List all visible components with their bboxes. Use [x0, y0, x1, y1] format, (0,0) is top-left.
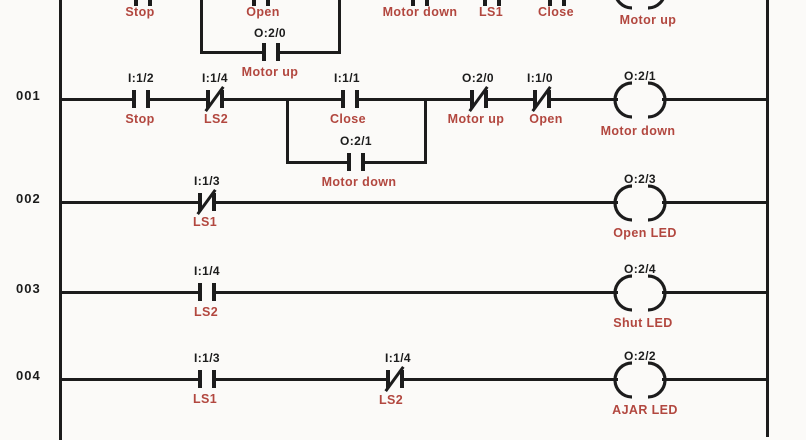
contact-open-interlock: [529, 81, 555, 117]
contact-motor-down-seal: [343, 144, 369, 180]
tag-motor-down-seal: Motor down: [321, 175, 397, 189]
contact-open-partial-icon: [248, 0, 274, 6]
tag-coil-motor-up: Motor up: [619, 13, 677, 27]
tag-stop: Stop: [125, 112, 155, 126]
rung-number: 001: [16, 88, 41, 103]
tag-open: Open: [246, 5, 280, 19]
contact-ls2: [382, 361, 408, 397]
tag-shut-led: Shut LED: [613, 316, 673, 330]
branch-right-wire: [424, 98, 427, 164]
branch-left-wire: [200, 0, 203, 54]
tag-coil-motor-down: Motor down: [600, 124, 676, 138]
branch-right-wire: [338, 0, 341, 54]
rung-wire: [60, 98, 767, 101]
rung-number: 004: [16, 368, 41, 383]
tag-motor-up: Motor up: [447, 112, 505, 126]
contact-ls2: [202, 81, 228, 117]
address-label: I:1/4: [201, 71, 229, 85]
left-power-rail: [59, 0, 62, 440]
contact-close-partial-icon: [544, 0, 570, 6]
address-label: O:2/0: [461, 71, 495, 85]
contact-motor-down-partial-icon: [407, 0, 433, 6]
address-label: O:2/3: [623, 172, 657, 186]
tag-ls2: LS2: [378, 393, 404, 407]
tag-open-led: Open LED: [613, 226, 677, 240]
tag-ls1: LS1: [192, 215, 218, 229]
contact-stop-partial-icon: [130, 0, 156, 6]
tag-open: Open: [529, 112, 563, 126]
tag-close: Close: [537, 5, 575, 19]
rung-wire: [60, 291, 767, 294]
tag-ls2: LS2: [203, 112, 229, 126]
address-label: I:1/4: [193, 264, 221, 278]
address-label: I:1/3: [193, 351, 221, 365]
address-label: I:1/3: [193, 174, 221, 188]
contact-close: [337, 81, 363, 117]
contact-motor-up-seal: [258, 34, 284, 70]
branch-left-wire: [286, 98, 289, 164]
address-label: O:2/2: [623, 349, 657, 363]
tag-ls1: LS1: [478, 5, 504, 19]
coil-motor-down-icon: [612, 80, 668, 120]
address-label: I:1/0: [526, 71, 554, 85]
coil-open-led-icon: [612, 183, 668, 223]
tag-ls1: LS1: [192, 392, 218, 406]
address-label: I:1/2: [127, 71, 155, 85]
tag-stop: Stop: [125, 5, 155, 19]
contact-motor-up-interlock: [466, 81, 492, 117]
tag-close: Close: [329, 112, 367, 126]
address-label: O:2/1: [623, 69, 657, 83]
address-label: O:2/4: [623, 262, 657, 276]
coil-shut-led-icon: [612, 273, 668, 313]
rung-number: 002: [16, 191, 41, 206]
address-label: O:2/0: [253, 26, 287, 40]
contact-ls2: [194, 274, 220, 310]
rung-wire: [60, 201, 767, 204]
coil-motor-up-partial-icon: [612, 0, 668, 11]
contact-stop: [128, 81, 154, 117]
tag-ls2: LS2: [193, 305, 219, 319]
contact-ls1-partial-icon: [479, 0, 505, 6]
coil-ajar-led-icon: [612, 360, 668, 400]
contact-ls1: [194, 361, 220, 397]
tag-motor-down: Motor down: [382, 5, 458, 19]
rung-wire: [60, 378, 767, 381]
rung-number: 003: [16, 281, 41, 296]
address-label: I:1/1: [333, 71, 361, 85]
tag-ajar-led: AJAR LED: [612, 403, 678, 417]
right-power-rail: [766, 0, 769, 437]
address-label: I:1/4: [384, 351, 412, 365]
address-label: O:2/1: [339, 134, 373, 148]
contact-ls1: [194, 184, 220, 220]
tag-motor-up-seal: Motor up: [241, 65, 299, 79]
